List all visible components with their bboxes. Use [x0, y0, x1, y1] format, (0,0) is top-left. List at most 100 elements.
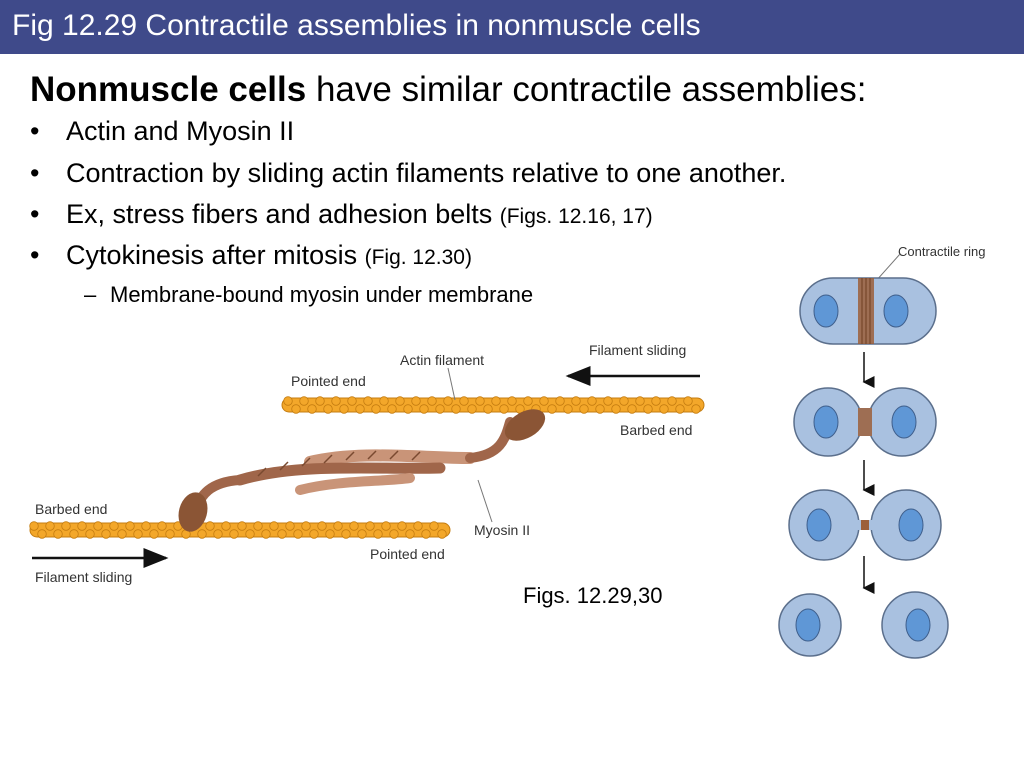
- bullet-2: • Contraction by sliding actin filaments …: [30, 158, 786, 189]
- actin-bead: [379, 396, 389, 406]
- cytokinesis-figure: Contractile ring: [778, 244, 985, 659]
- actin-bead: [341, 529, 351, 539]
- label-barbed-end-bottom: Barbed end: [35, 501, 107, 517]
- actin-bead: [405, 529, 415, 539]
- cell-stage-4: [778, 591, 949, 659]
- actin-bead: [571, 396, 581, 406]
- actin-bead: [315, 396, 325, 406]
- cell-stage-3: [788, 489, 942, 561]
- sub-bullet-dash: –: [84, 282, 97, 307]
- actin-bead: [413, 521, 423, 531]
- slide-title: Fig 12.29 Contractile assemblies in nonm…: [12, 9, 701, 42]
- actin-bead: [37, 529, 47, 539]
- bullet-ref: (Figs. 12.16, 17): [499, 205, 653, 228]
- actin-bead: [61, 521, 71, 531]
- actin-bead: [547, 404, 557, 414]
- sub-bullet: –Membrane-bound myosin under membrane: [84, 282, 533, 308]
- actin-bead: [277, 529, 287, 539]
- actin-bead: [133, 529, 143, 539]
- actin-bead: [221, 521, 231, 531]
- actin-bead: [523, 396, 533, 406]
- myosin-ii-filament: [178, 409, 546, 532]
- actin-bead: [109, 521, 119, 531]
- actin-bead: [635, 396, 645, 406]
- label-pointed-end-top: Pointed end: [291, 373, 366, 389]
- actin-bead: [389, 529, 399, 539]
- actin-bead: [365, 521, 375, 531]
- actin-bead: [435, 404, 445, 414]
- actin-bead: [357, 529, 367, 539]
- actin-bead: [53, 529, 63, 539]
- actin-bead: [619, 396, 629, 406]
- bullet-dot: •: [30, 158, 40, 188]
- actin-bead: [451, 404, 461, 414]
- actin-bead: [93, 521, 103, 531]
- actin-bead: [427, 396, 437, 406]
- actin-bead: [627, 404, 637, 414]
- actin-bead: [125, 521, 135, 531]
- top-actin-filament: [281, 396, 705, 414]
- actin-bead: [387, 404, 397, 414]
- actin-bead: [397, 521, 407, 531]
- label-contractile-ring: Contractile ring: [898, 244, 985, 259]
- actin-bead: [395, 396, 405, 406]
- cell-stage-1: [799, 277, 937, 345]
- bullet-dot: •: [30, 199, 40, 229]
- actin-bead: [45, 521, 55, 531]
- actin-bead: [285, 521, 295, 531]
- actin-bead: [317, 521, 327, 531]
- bullet-text: Contraction by sliding actin filaments r…: [66, 158, 787, 188]
- actin-bead: [475, 396, 485, 406]
- bullet-text: Ex, stress fibers and adhesion belts: [66, 199, 500, 229]
- actin-bead: [347, 396, 357, 406]
- heading-rest: have similar contractile assemblies:: [306, 70, 867, 109]
- actin-bead: [229, 529, 239, 539]
- label-filament-sliding-top: Filament sliding: [589, 342, 686, 358]
- actin-bead: [355, 404, 365, 414]
- actin-bead: [643, 404, 653, 414]
- bottom-actin-filament: [29, 521, 451, 539]
- label-pointed-end-bottom: Pointed end: [370, 546, 445, 562]
- actin-bead: [245, 529, 255, 539]
- actin-bead: [85, 529, 95, 539]
- actin-bead: [411, 396, 421, 406]
- actin-bead: [213, 529, 223, 539]
- actin-bead: [579, 404, 589, 414]
- actin-bead: [301, 521, 311, 531]
- bullet-3: • Ex, stress fibers and adhesion belts (F…: [30, 199, 653, 230]
- actin-bead: [373, 529, 383, 539]
- actin-bead: [363, 396, 373, 406]
- actin-bead: [683, 396, 693, 406]
- actin-bead: [651, 396, 661, 406]
- actin-bead: [299, 396, 309, 406]
- actin-bead: [29, 521, 39, 531]
- actin-bead: [539, 396, 549, 406]
- actin-bead: [69, 529, 79, 539]
- actin-bead: [349, 521, 359, 531]
- actin-bead: [323, 404, 333, 414]
- actin-bead: [381, 521, 391, 531]
- actin-bead: [603, 396, 613, 406]
- cell-stage-2: [793, 387, 937, 457]
- label-actin-filament: Actin filament: [400, 352, 484, 368]
- actin-bead: [667, 396, 677, 406]
- actin-bead: [165, 529, 175, 539]
- actin-bead: [325, 529, 335, 539]
- actin-bead: [237, 521, 247, 531]
- actin-bead: [205, 521, 215, 531]
- actin-bead: [253, 521, 263, 531]
- actin-bead: [611, 404, 621, 414]
- actin-bead: [563, 404, 573, 414]
- actin-bead: [269, 521, 279, 531]
- figure-caption: Figs. 12.29,30: [523, 583, 663, 608]
- actin-bead: [291, 404, 301, 414]
- label-filament-sliding-bottom: Filament sliding: [35, 569, 132, 585]
- actin-bead: [459, 396, 469, 406]
- actin-bead: [421, 529, 431, 539]
- actin-bead: [587, 396, 597, 406]
- bullet-dot: •: [30, 116, 40, 146]
- actin-bead: [333, 521, 343, 531]
- actin-bead: [141, 521, 151, 531]
- actin-bead: [261, 529, 271, 539]
- sliding-filament-figure: Actin filament Filament sliding Pointed …: [29, 342, 705, 585]
